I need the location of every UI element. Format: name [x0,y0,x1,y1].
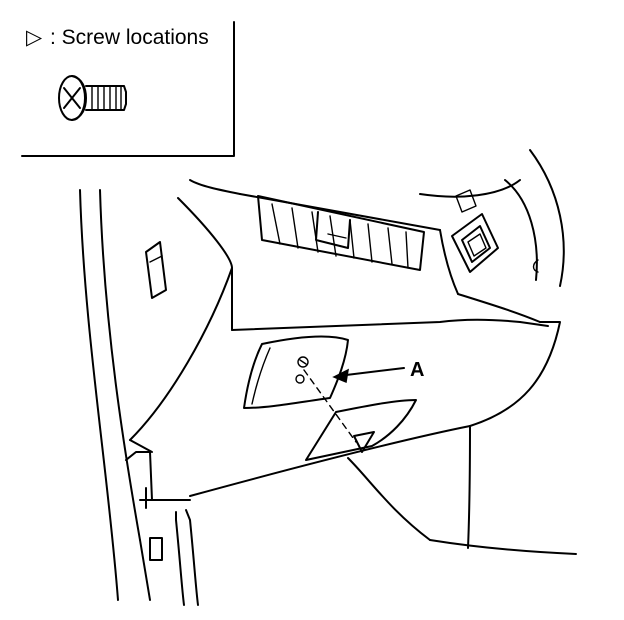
screw-marker-glyph: ▷ [26,26,43,49]
lower-opening [305,399,417,461]
side-air-vent [145,241,167,299]
legend-box: ▷ : Screw locations [21,21,235,157]
steering-column-hint [455,189,539,273]
left-pillar-trim [79,189,233,606]
cover-screw-holes [295,356,309,384]
callout-a: A [332,359,424,384]
callout-arrowhead [332,368,349,384]
access-cover [243,335,349,409]
knob-switch [451,213,499,273]
switch-panel [257,195,425,271]
legend-frame [21,21,235,157]
screw-location-marker [353,431,375,453]
lower-trim [347,425,577,555]
legend-caption: : Screw locations [50,26,209,49]
screw-icon [58,75,127,121]
callout-label: A [410,359,424,381]
screw-path-dashed [303,369,357,443]
